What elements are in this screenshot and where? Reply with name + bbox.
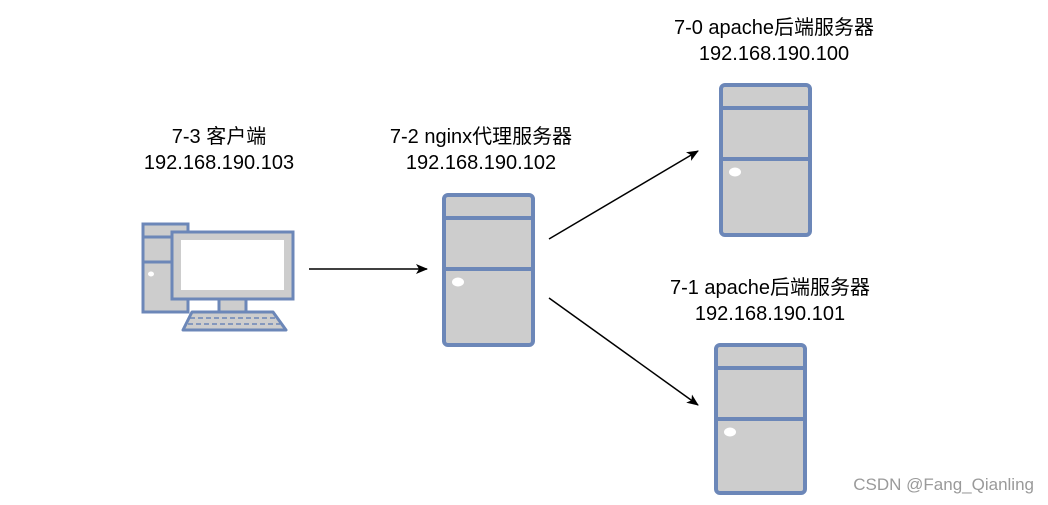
backend-server-1-icon <box>714 343 807 495</box>
client-name: 7-3 客户端 <box>171 126 267 148</box>
client-computer-icon <box>141 222 295 332</box>
watermark: CSDN @Fang_Qianling <box>853 475 1034 494</box>
arrow-proxy-to-backend0 <box>548 150 699 240</box>
proxy-label: 7-2 nginx代理服务器 192.168.190.102 <box>371 124 591 176</box>
proxy-ip: 192.168.190.102 <box>405 152 557 174</box>
backend1-name: 7-1 apache后端服务器 <box>669 277 871 299</box>
backend1-label: 7-1 apache后端服务器 192.168.190.101 <box>650 275 890 327</box>
backend0-name: 7-0 apache后端服务器 <box>673 17 875 39</box>
backend1-ip: 192.168.190.101 <box>694 303 846 325</box>
backend0-label: 7-0 apache后端服务器 192.168.190.100 <box>654 15 894 67</box>
proxy-server-icon <box>442 193 535 347</box>
client-label: 7-3 客户端 192.168.190.103 <box>139 124 299 176</box>
arrow-proxy-to-backend1 <box>548 297 699 406</box>
proxy-name: 7-2 nginx代理服务器 <box>389 126 573 148</box>
backend-server-0-icon <box>719 83 812 237</box>
client-ip: 192.168.190.103 <box>143 152 295 174</box>
backend0-ip: 192.168.190.100 <box>698 43 850 65</box>
